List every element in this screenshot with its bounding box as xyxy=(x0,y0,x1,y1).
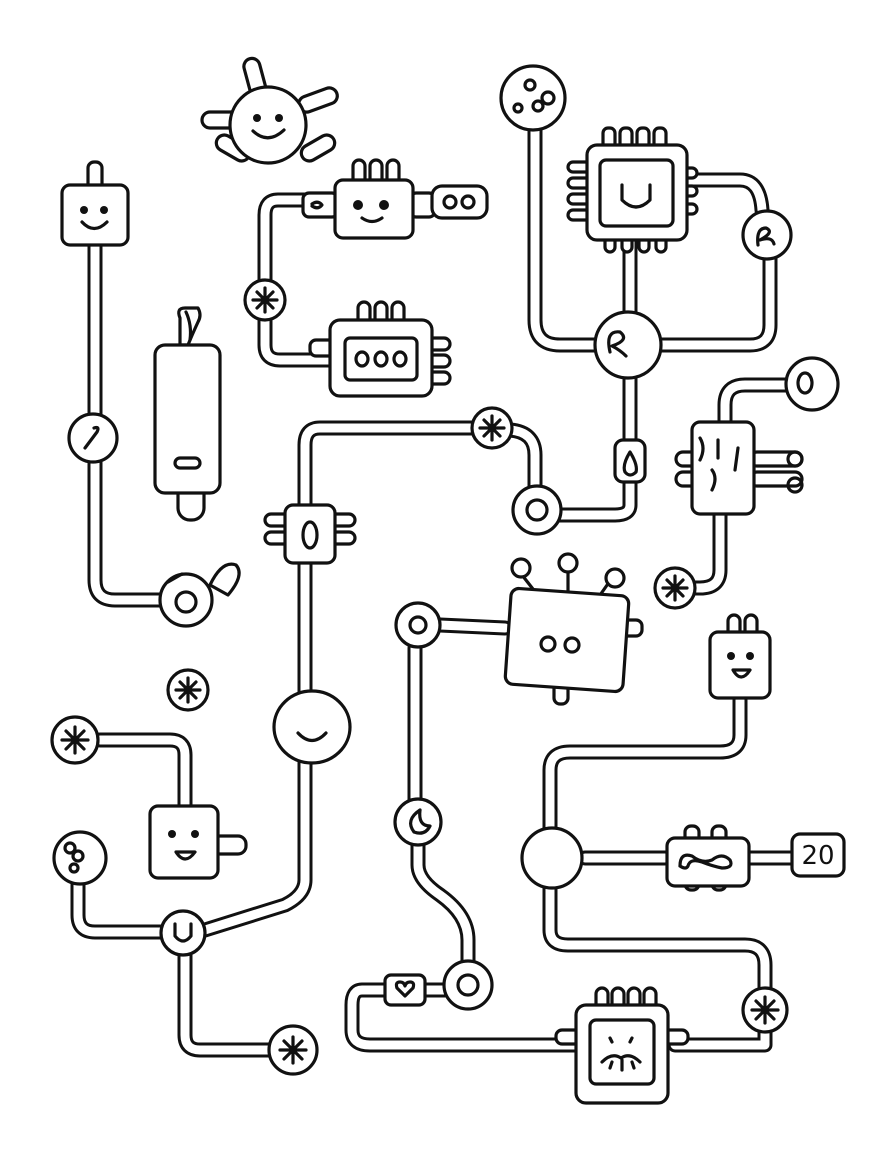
oval-connector-icon xyxy=(263,503,357,565)
number-tag-label: 20 xyxy=(801,841,834,871)
pipes xyxy=(70,117,803,1058)
junction-ball-icon xyxy=(593,310,663,380)
droplet-connector-icon xyxy=(613,438,647,484)
snowflake-valve-icon-4 xyxy=(50,715,100,765)
dotted-ball-icon xyxy=(499,64,567,132)
robot-head-icon xyxy=(301,158,437,240)
eyes-ball-icon xyxy=(52,830,108,886)
plug-face-icon xyxy=(60,160,130,247)
square-face-icon xyxy=(148,804,248,880)
knob-ball-icon xyxy=(784,356,840,412)
snowflake-valve-icon-5 xyxy=(267,1024,319,1076)
u-valve-icon xyxy=(159,909,207,957)
number-tag-box: 20 xyxy=(790,832,846,878)
antenna-robot-icon xyxy=(503,552,644,706)
connector-two-holes-icon xyxy=(430,184,489,220)
device-module-icon xyxy=(674,420,804,516)
snowflake-valve-icon-3 xyxy=(653,566,697,610)
smile-ball-icon xyxy=(272,689,352,765)
junction-ball-icon-2 xyxy=(520,826,584,890)
ring-connector-icon xyxy=(158,562,241,628)
sun-face-icon xyxy=(200,56,339,165)
small-ball-icon xyxy=(741,209,793,261)
microchip-icon xyxy=(566,126,699,254)
snowflake-icon xyxy=(166,668,210,712)
ring-node-icon-2 xyxy=(394,601,442,649)
mustache-face-chip-icon xyxy=(554,986,690,1105)
capsule-icon xyxy=(153,306,222,522)
ring-node-icon-3 xyxy=(442,959,494,1011)
heart-connector-icon xyxy=(383,973,427,1007)
snowflake-valve-icon xyxy=(243,278,287,322)
three-hole-module-icon xyxy=(308,300,452,398)
plug-face-icon-2 xyxy=(708,613,772,700)
moon-valve-icon xyxy=(393,797,443,847)
snowflake-valve-icon-2 xyxy=(470,406,514,450)
ring-node-icon xyxy=(511,484,563,536)
wave-module-icon xyxy=(665,824,751,892)
gauge-valve-icon xyxy=(67,412,119,464)
snowflake-valve-icon-6 xyxy=(741,986,789,1034)
